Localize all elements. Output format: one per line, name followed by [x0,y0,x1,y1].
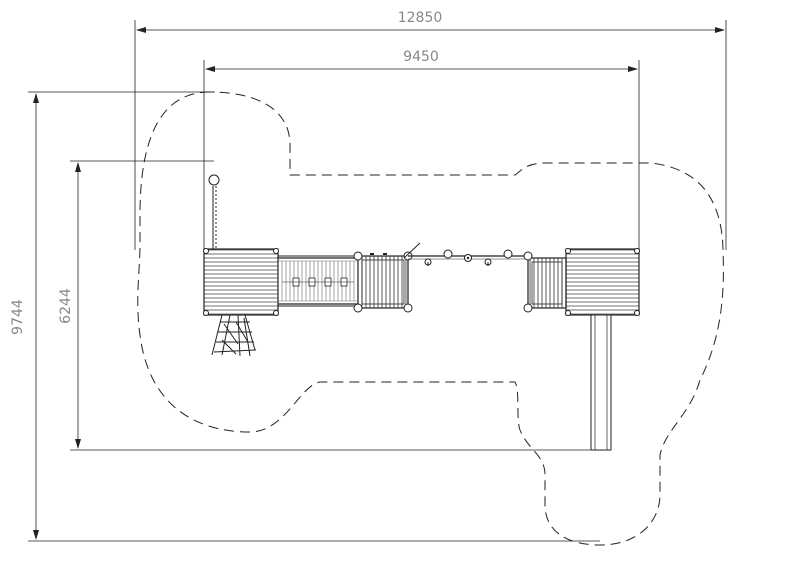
dimension-inner-width: 9450 [203,49,640,250]
swing-beam [408,249,528,266]
slide [590,314,612,451]
safety-zone-outline [137,91,724,546]
overall-height-label: 9744 [10,299,26,335]
inner-width-label: 9450 [403,49,439,65]
dimension-overall-width: 12850 [134,10,727,250]
dimension-overall-height: 9744 [10,91,600,542]
climbing-rope [208,174,220,250]
inner-height-label: 6244 [58,288,74,324]
overall-width-label: 12850 [398,10,443,26]
net-climber [211,314,257,357]
right-platform [565,248,640,316]
middle-tower [353,242,421,313]
left-platform [203,248,279,316]
dimension-inner-height: 6244 [58,160,595,451]
right-middle-tower [523,251,567,313]
rope-bridge [277,255,359,307]
